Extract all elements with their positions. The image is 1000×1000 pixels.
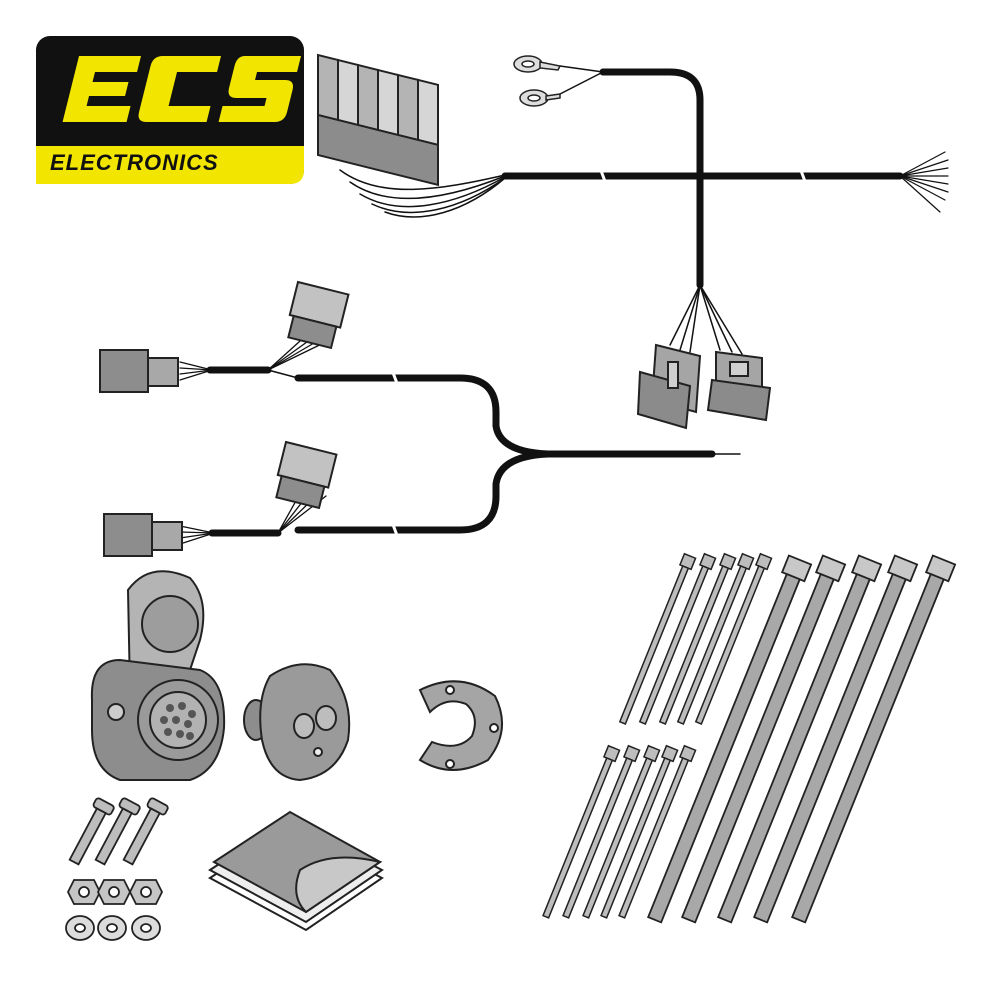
- bolts: [68, 797, 169, 866]
- socket-13-pin: [90, 570, 226, 781]
- logo-subtitle: ELECTRONICS: [50, 150, 219, 175]
- ring-terminal-icon: [513, 55, 562, 107]
- cable-ties-large: [646, 554, 957, 924]
- plug-connector-left: [636, 343, 702, 430]
- cable-ties-small: [542, 552, 773, 919]
- main-harness: [339, 65, 949, 355]
- adhesive-pads: [208, 810, 384, 932]
- rear-light-harness: [179, 331, 741, 545]
- socket-seal: [243, 663, 351, 782]
- relay-connector-block: [317, 53, 439, 187]
- mounting-gasket: [418, 680, 504, 771]
- nuts: [66, 879, 164, 905]
- ecs-logo: [36, 36, 304, 184]
- light-connector: [99, 280, 350, 557]
- washers: [65, 915, 161, 941]
- plug-connector-right: [706, 350, 772, 422]
